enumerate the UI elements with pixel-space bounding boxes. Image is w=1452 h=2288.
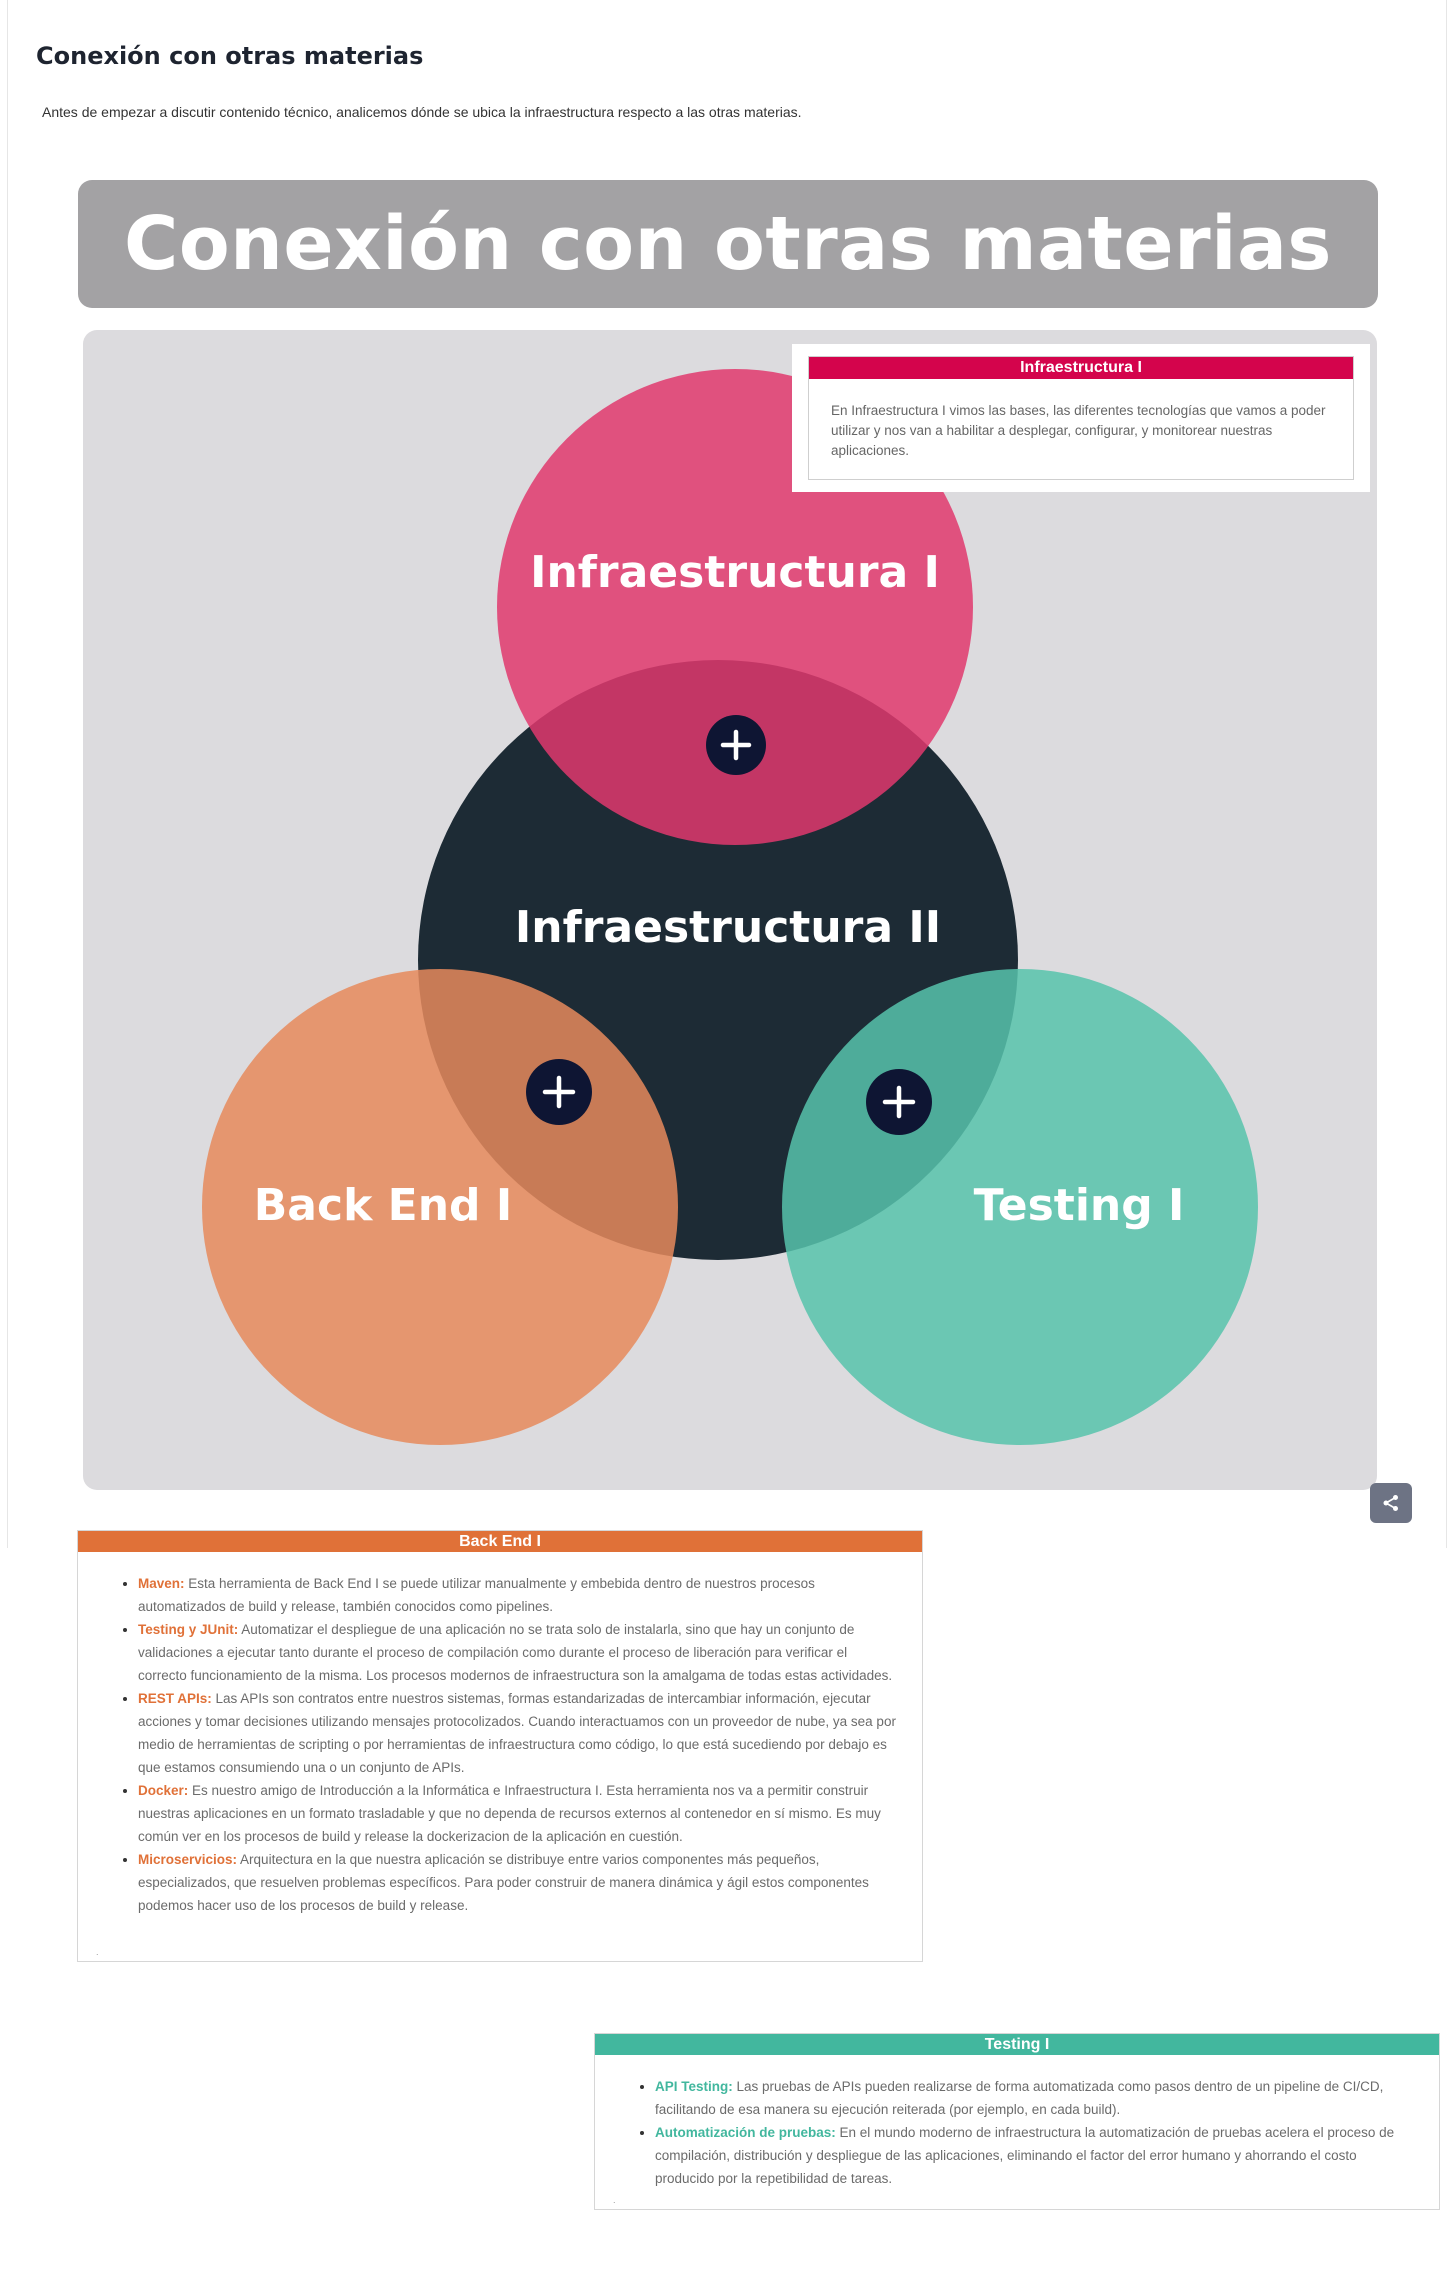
plus-icon bbox=[542, 1075, 576, 1109]
list-item: REST APIs: Las APIs son contratos entre … bbox=[138, 1687, 898, 1779]
backend-box-title: Back End I bbox=[78, 1531, 922, 1552]
label-testing-1: Testing I bbox=[974, 1180, 1185, 1231]
list-item-text: Esta herramienta de Back End I se puede … bbox=[138, 1576, 815, 1614]
banner-title: Conexión con otras materias bbox=[124, 201, 1332, 287]
label-infraestructura-2: Infraestructura II bbox=[515, 902, 941, 953]
list-item-term: Docker: bbox=[138, 1783, 189, 1798]
page-title: Conexión con otras materias bbox=[36, 42, 424, 70]
list-item: Testing y JUnit: Automatizar el desplieg… bbox=[138, 1618, 898, 1687]
intro-paragraph: Antes de empezar a discutir contenido té… bbox=[42, 104, 802, 120]
hotspot-backend-1[interactable] bbox=[526, 1059, 592, 1125]
list-item-text: Automatizar el despliegue de una aplicac… bbox=[138, 1622, 893, 1683]
list-item-term: API Testing: bbox=[655, 2079, 733, 2094]
banner: Conexión con otras materias bbox=[78, 180, 1378, 308]
plus-icon bbox=[882, 1085, 916, 1119]
box-end-marker: . bbox=[613, 2195, 616, 2205]
list-item-term-sep: : bbox=[180, 1576, 185, 1591]
share-button[interactable] bbox=[1370, 1483, 1412, 1523]
list-item-term: REST APIs: bbox=[138, 1691, 212, 1706]
list-item-term: Testing y JUnit: bbox=[138, 1622, 239, 1637]
hotspot-testing-1[interactable] bbox=[866, 1069, 932, 1135]
plus-icon bbox=[720, 729, 752, 761]
hotspot-infraestructura-1[interactable] bbox=[706, 715, 766, 775]
tooltip-title: Infraestructura I bbox=[809, 357, 1353, 379]
venn-diagram: Infraestructura I Infraestructura II Bac… bbox=[83, 330, 1377, 1490]
list-item-text: En el mundo moderno de infraestructura l… bbox=[655, 2125, 1395, 2186]
list-item: Maven: Esta herramienta de Back End I se… bbox=[138, 1572, 898, 1618]
list-item-text: Es nuestro amigo de Introducción a la In… bbox=[138, 1783, 881, 1844]
box-end-marker: . bbox=[96, 1947, 99, 1957]
list-item: API Testing: Las pruebas de APIs pueden … bbox=[655, 2075, 1415, 2121]
list-item: Microservicios: Arquitectura en la que n… bbox=[138, 1848, 898, 1917]
tooltip-infraestructura-1: Infraestructura I En Infraestructura I v… bbox=[792, 344, 1370, 492]
list-item: Docker: Es nuestro amigo de Introducción… bbox=[138, 1779, 898, 1848]
testing-list: API Testing: Las pruebas de APIs pueden … bbox=[595, 2055, 1439, 2190]
list-item-term: Automatización de pruebas: bbox=[655, 2125, 836, 2140]
venn-svg: Infraestructura I Infraestructura II Bac… bbox=[202, 369, 1258, 1445]
list-item-text: Las APIs son contratos entre nuestros si… bbox=[138, 1691, 896, 1775]
label-backend-1: Back End I bbox=[254, 1180, 512, 1231]
list-item-term: Maven bbox=[138, 1576, 181, 1591]
backend-info-box: Back End I Maven: Esta herramienta de Ba… bbox=[77, 1530, 923, 1962]
list-item-text: Las pruebas de APIs pueden realizarse de… bbox=[655, 2079, 1384, 2117]
share-icon bbox=[1383, 1495, 1398, 1511]
testing-box-title: Testing I bbox=[595, 2034, 1439, 2055]
testing-info-box: Testing I API Testing: Las pruebas de AP… bbox=[594, 2033, 1440, 2210]
list-item-term: Microservicios: bbox=[138, 1852, 238, 1867]
list-item: Automatización de pruebas: En el mundo m… bbox=[655, 2121, 1415, 2190]
tooltip-text: En Infraestructura I vimos las bases, la… bbox=[831, 403, 1326, 458]
backend-list: Maven: Esta herramienta de Back End I se… bbox=[78, 1552, 922, 1917]
list-item-text: Arquitectura en la que nuestra aplicació… bbox=[138, 1852, 869, 1913]
tooltip-card: Infraestructura I En Infraestructura I v… bbox=[808, 356, 1354, 480]
label-infraestructura-1: Infraestructura I bbox=[530, 547, 940, 598]
